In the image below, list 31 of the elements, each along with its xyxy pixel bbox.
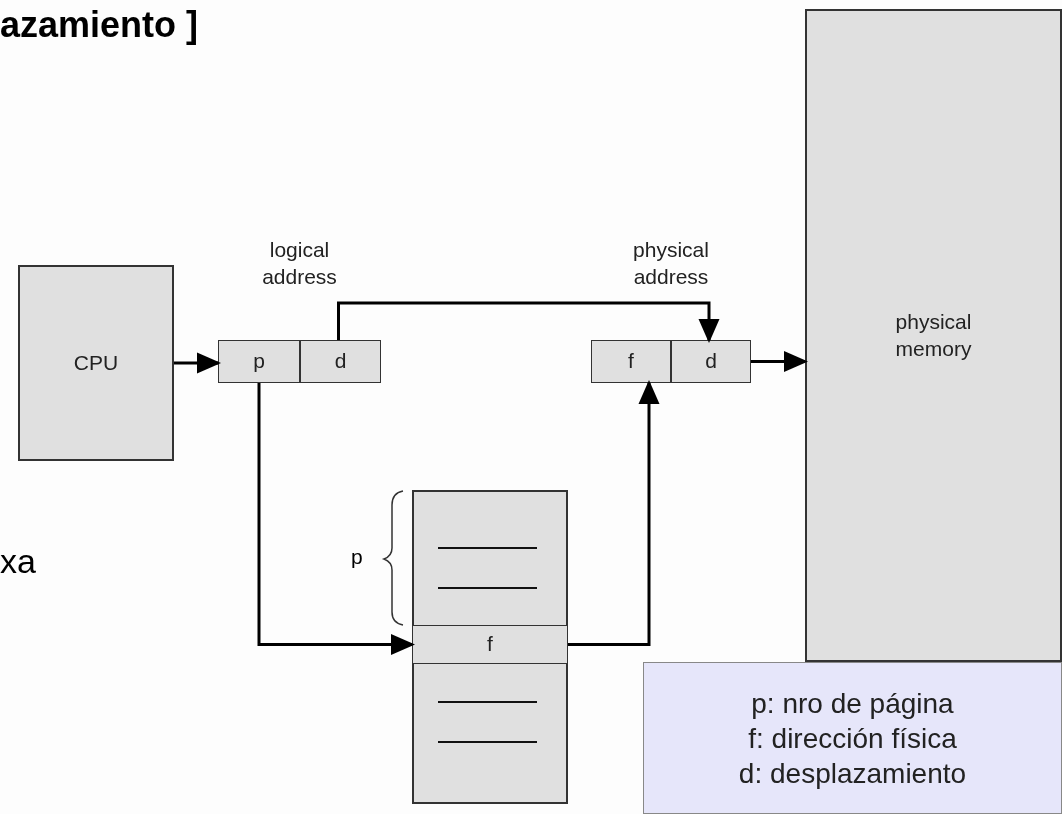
arrow: [751, 351, 808, 372]
arrow: [174, 352, 221, 374]
register-cell: [591, 340, 671, 383]
node-label: p: nro de página: [750, 686, 955, 721]
register-cell: [218, 340, 300, 383]
node-label: d: [704, 348, 718, 375]
node-label: d: desplazamiento: [737, 756, 968, 791]
memory-block: [805, 9, 1062, 662]
text-fragment: xa: [0, 542, 36, 581]
node-label: f: dirección física: [747, 721, 958, 756]
register-cell: [671, 340, 751, 383]
heading-fragment: azamiento ]: [0, 4, 199, 46]
arrow: [257, 383, 415, 655]
register-box: [218, 340, 381, 383]
page-table: [412, 490, 568, 804]
brace-label: p: [351, 545, 363, 569]
arrow: [337, 301, 720, 343]
node-label: physical memory: [894, 309, 973, 362]
node-label: p: [252, 348, 266, 375]
node-label: d: [333, 348, 348, 375]
register-box: [591, 340, 751, 383]
cpu-box: [18, 265, 174, 461]
note-box: [643, 662, 1062, 814]
address-caption: physical address: [632, 237, 710, 291]
address-caption: logical address: [261, 237, 338, 291]
register-cell: [300, 340, 381, 383]
node-label: f: [627, 348, 635, 375]
arrow: [568, 380, 660, 646]
node-label: CPU: [72, 349, 120, 376]
node-label: f: [486, 631, 494, 658]
table-row: [412, 625, 568, 664]
